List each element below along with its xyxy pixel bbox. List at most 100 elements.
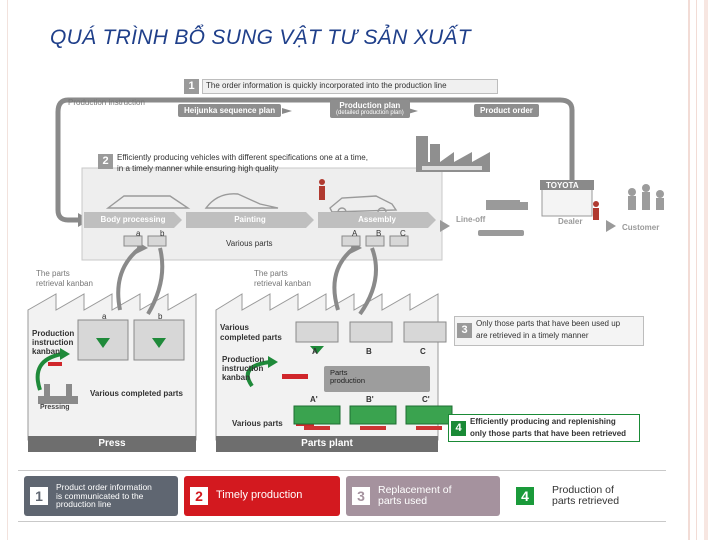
step-1-box — [202, 79, 498, 94]
press-instruction-kanban-1: Production — [32, 329, 75, 338]
flow-arrow-right — [440, 220, 450, 232]
step-2-badge: 2 — [98, 154, 113, 169]
legend-top-rule — [18, 470, 666, 471]
legend-4-number: 4 — [516, 487, 534, 505]
parts-production-box: Parts production — [324, 366, 430, 392]
dealer-label: Dealer — [558, 217, 583, 226]
legend-4-text: Production of parts retrieved — [552, 483, 620, 507]
pp-slot-B2: B' — [366, 395, 374, 404]
truck-icon — [478, 200, 528, 236]
legend-item-2: 2 Timely production — [184, 476, 340, 516]
legend-4-line-1: Production of — [552, 483, 614, 496]
legend-1-line-1: Product order information — [56, 481, 152, 492]
production-plan-subtitle: (detailed production plan) — [336, 110, 404, 116]
press-plant-label: Press — [28, 436, 196, 452]
stage-body-processing: Body processing — [84, 212, 182, 228]
press-machine-icon — [38, 384, 78, 404]
pressing-label: Pressing — [40, 404, 70, 411]
legend-2-number: 2 — [190, 487, 208, 505]
step-4-box — [448, 414, 640, 442]
slot-a-top: a — [136, 229, 141, 238]
retrieval-loop-A — [332, 246, 356, 311]
step-1-badge: 1 — [184, 79, 199, 94]
legend-bottom-rule — [18, 521, 666, 522]
legend-3-line-2: parts used — [378, 495, 428, 507]
pp-slot-C2: C' — [422, 395, 430, 404]
production-plan-title: Production plan — [339, 101, 401, 110]
slide-title: QUÁ TRÌNH BỔ SUNG VẬT TƯ SẢN XUẤT — [50, 26, 471, 49]
press-crates — [77, 319, 185, 361]
assembly-parts-crates — [123, 235, 409, 247]
plan-arrow-2 — [408, 108, 418, 114]
step-4-text-2: only those parts that have been retrieve… — [470, 429, 627, 438]
step-4-badge: 4 — [451, 421, 466, 436]
kanban-card-press — [48, 362, 62, 366]
dealer-icon — [540, 180, 594, 217]
toyota-sign: TOYOTA — [546, 181, 579, 190]
various-parts-top: Various parts — [226, 239, 273, 248]
factory-icon — [416, 136, 490, 172]
slide-frame-left — [0, 0, 8, 540]
retrieval-kanban-right-2: retrieval kanban — [254, 279, 311, 288]
step-3-text-1: Only those parts that have been used up — [476, 319, 621, 328]
step-3-text-2: are retrieved in a timely manner — [476, 331, 589, 340]
step-3-badge: 3 — [457, 323, 472, 338]
press-instruction-kanban-2: instruction — [32, 338, 74, 347]
step-4-text-1: Efficiently producing and replenishing — [470, 417, 616, 426]
pp-slot-C: C — [420, 347, 426, 356]
customer-icon — [628, 184, 664, 210]
pp-instruction-kanban-1: Production — [222, 355, 265, 364]
legend-item-1: 1 Product order information is communica… — [24, 476, 178, 516]
pp-slot-B: B — [366, 347, 372, 356]
legend-1-line-2: is communicated to the — [56, 490, 144, 501]
instruction-loop-parts — [245, 360, 271, 388]
production-instruction-label: Production instruction — [68, 98, 145, 107]
product-order: Product order — [474, 104, 539, 117]
retrieval-loop-a — [116, 246, 142, 311]
parts-plant-crates-bottom — [293, 405, 453, 430]
flow-arrow-dealer — [606, 220, 616, 232]
parts-production-1: Parts — [330, 368, 348, 377]
parts-plant-crates-top — [295, 321, 447, 354]
legend-1-number: 1 — [30, 487, 48, 505]
legend-3-number: 3 — [352, 487, 370, 505]
legend-2-text: Timely production — [216, 489, 303, 502]
legend-1-text: Product order information is communicate… — [56, 481, 152, 510]
step-1-text: The order information is quickly incorpo… — [206, 81, 447, 90]
slot-B-top: B — [376, 229, 382, 238]
pp-various-parts: Various parts — [232, 419, 283, 428]
retrieval-loop-b — [146, 247, 165, 316]
diagram-arrows — [27, 97, 664, 441]
customer-label: Customer — [622, 223, 660, 232]
pp-instruction-kanban-2: instruction — [222, 364, 264, 373]
slot-b-top: b — [160, 229, 165, 238]
parts-plant-label: Parts plant — [216, 436, 438, 452]
instruction-loop-press — [35, 352, 63, 391]
press-slot-a: a — [102, 312, 107, 321]
legend-item-3: 3 Replacement of parts used — [346, 476, 500, 516]
step-2-text-2: in a timely manner while ensuring high q… — [117, 164, 279, 173]
press-completed-parts: Various completed parts — [90, 389, 183, 398]
retrieval-kanban-right-1: The parts — [254, 269, 288, 278]
pp-instruction-kanban-3: kanban — [222, 373, 251, 382]
legend-4-line-2: parts retrieved — [552, 495, 620, 507]
press-building — [27, 293, 197, 441]
step-2-text-1: Efficiently producing vehicles with diff… — [117, 153, 368, 162]
stage-line-off: Line-off — [456, 215, 486, 224]
retrieval-kanban-left-2: retrieval kanban — [36, 279, 93, 288]
step-3-box — [454, 316, 644, 346]
pp-slot-A: A — [312, 347, 318, 356]
replenishment-diagram: 1 The order information is quickly incor… — [20, 70, 670, 470]
press-slot-b: b — [158, 312, 163, 321]
pp-completed-parts-2: completed parts — [220, 333, 282, 342]
plan-arrow-1 — [282, 108, 292, 114]
slot-A-top: A — [352, 229, 358, 238]
pp-slot-A2: A' — [310, 395, 318, 404]
slide-frame-right — [688, 0, 720, 540]
info-loop-arrow — [55, 97, 575, 223]
legend-3-line-1: Replacement of — [378, 483, 452, 496]
legend-1-line-3: production line — [56, 499, 112, 510]
slot-C-top: C — [400, 229, 406, 238]
press-instruction-kanban-3: kanban — [32, 347, 61, 356]
pp-completed-parts-1: Various — [220, 323, 249, 332]
